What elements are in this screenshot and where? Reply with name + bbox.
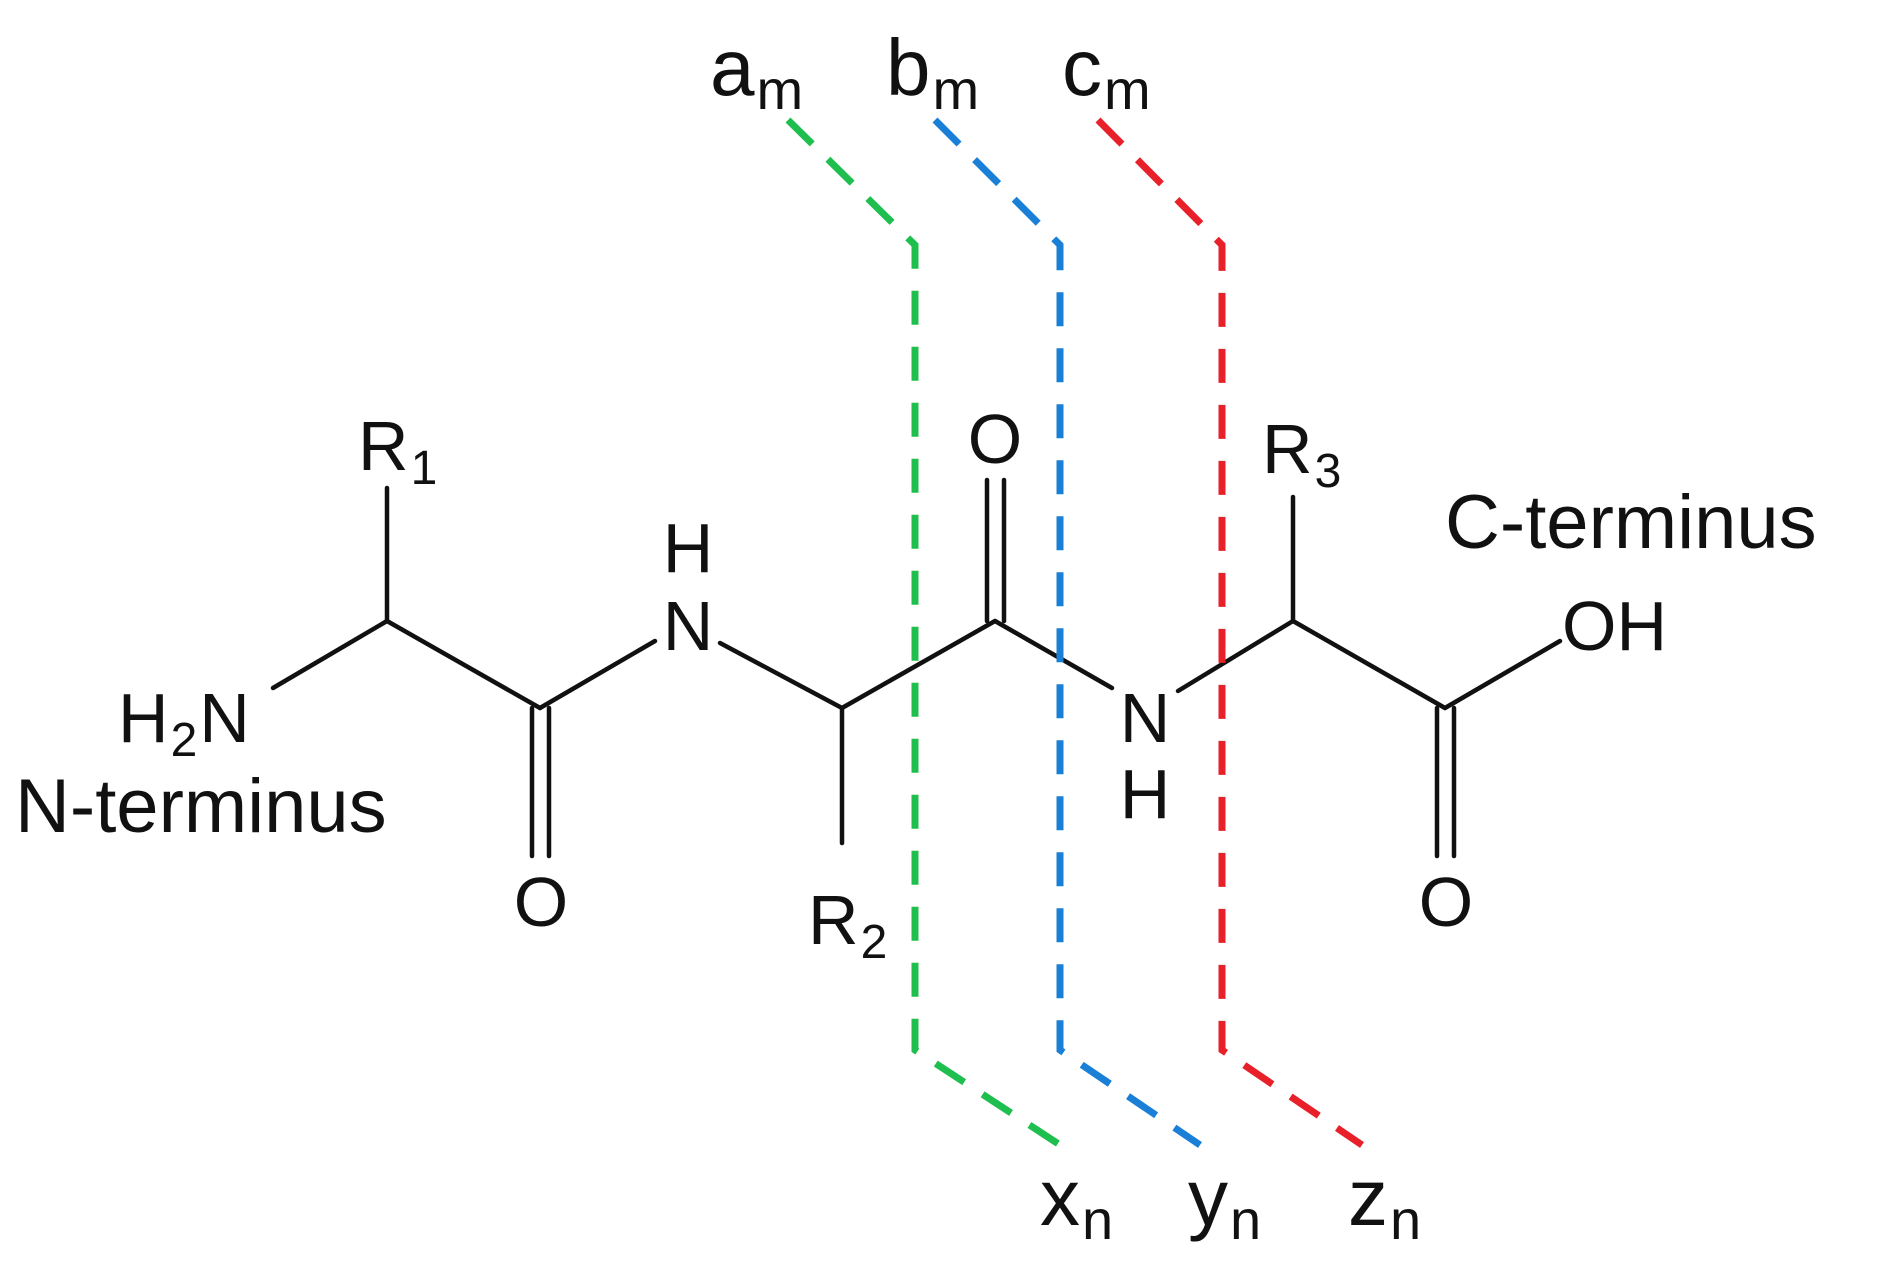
c-terminus-label: C-terminus bbox=[1445, 480, 1817, 565]
nh2-n-label: N bbox=[1120, 679, 1171, 757]
fragment-label-a: am bbox=[710, 23, 803, 121]
o2-label: O bbox=[968, 400, 1022, 478]
o1-label: O bbox=[514, 863, 568, 941]
n-terminus-label: N-terminus bbox=[15, 764, 387, 849]
r1-label: R1 bbox=[358, 407, 437, 495]
fragment-label-x: xn bbox=[1040, 1153, 1113, 1251]
bond-c1-nh1 bbox=[537, 638, 658, 711]
cut-line-a-x bbox=[785, 117, 1062, 1148]
r3-label: R3 bbox=[1262, 410, 1341, 498]
peptide-backbone bbox=[270, 477, 1563, 859]
bond-c2-nh2 bbox=[992, 618, 1115, 691]
bond-calpha2-c2 bbox=[839, 618, 998, 711]
cut-line-b-y bbox=[932, 117, 1202, 1148]
fragment-label-y: yn bbox=[1188, 1153, 1261, 1251]
fragment-labels: am bm cm xn yn zn bbox=[710, 23, 1421, 1251]
bond-n-calpha1 bbox=[270, 618, 390, 691]
fragment-label-c: cm bbox=[1062, 23, 1151, 121]
atom-labels: R1 H2N N-terminus H N O R2 O N H R3 C-te… bbox=[15, 400, 1817, 969]
r2-label: R2 bbox=[808, 881, 887, 969]
bond-nh1-calpha2 bbox=[717, 640, 845, 711]
fragment-label-z: zn bbox=[1348, 1153, 1421, 1251]
fragment-cut-lines bbox=[785, 117, 1364, 1148]
fragment-label-b: bm bbox=[886, 23, 979, 121]
cut-line-c-z bbox=[1095, 117, 1364, 1148]
nh1-h-label: H bbox=[663, 509, 714, 587]
bond-nh2-calpha3 bbox=[1175, 618, 1296, 694]
bond-calpha1-c1 bbox=[384, 618, 543, 711]
nh1-n-label: N bbox=[663, 587, 714, 665]
nh2-h-label: H bbox=[1120, 755, 1171, 833]
bond-c3-oh bbox=[1442, 638, 1563, 711]
h2n-label: H2N bbox=[118, 679, 250, 767]
oh-label: OH bbox=[1562, 587, 1667, 665]
o3-label: O bbox=[1419, 863, 1473, 941]
bond-calpha3-c3 bbox=[1290, 618, 1448, 711]
